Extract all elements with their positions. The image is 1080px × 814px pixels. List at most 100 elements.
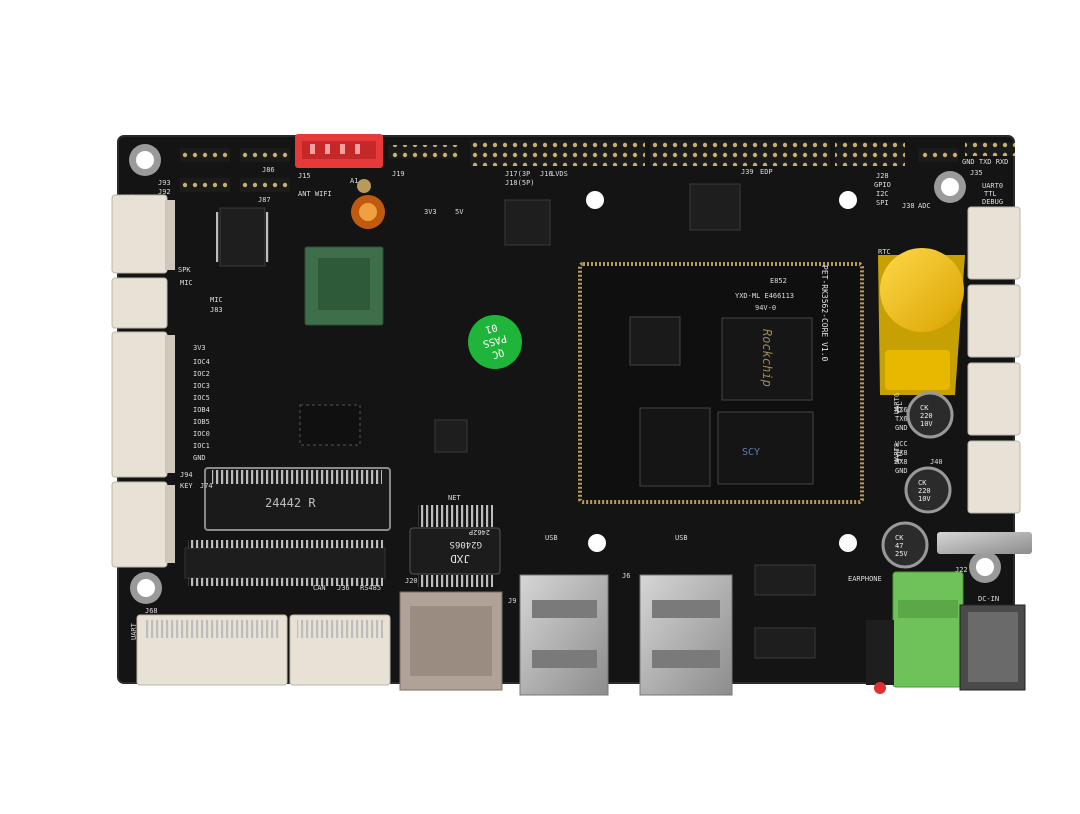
wifi-module xyxy=(304,179,385,326)
label-j94: J94 xyxy=(180,471,193,479)
label-ant-wifi: ANT WIFI xyxy=(298,190,332,198)
cap2-line-3: 10V xyxy=(918,495,931,503)
label-5v-top: 5V xyxy=(455,208,464,216)
label-j38: J38 xyxy=(902,202,915,210)
label-ttl0: TTL xyxy=(984,190,997,198)
label-adc: ADC xyxy=(918,202,931,210)
label-rs485: RS485 xyxy=(360,584,381,592)
label-ioc1: IOC1 xyxy=(193,442,210,450)
core-yxd: YXD-ML E466113 xyxy=(735,292,794,300)
label-gnd-txd-rxd: GND TXD RXD xyxy=(962,158,1008,166)
rtc-battery xyxy=(878,248,965,395)
label-j19: J19 xyxy=(392,170,405,178)
label-3v3-top: 3V3 xyxy=(424,208,437,216)
label-spi: SPI xyxy=(876,199,889,207)
qc-line-3: 01 xyxy=(484,321,498,335)
label-ioc0: IOC0 xyxy=(193,430,210,438)
cap1-line-2: 220 xyxy=(920,412,933,420)
core-e852: E852 xyxy=(770,277,787,285)
cap2-line-1: CK xyxy=(918,479,927,487)
left-chips xyxy=(215,183,741,453)
qc-line-1: QC xyxy=(491,346,505,360)
label-debug: DEBUG xyxy=(982,198,1003,206)
label-rx8: RX8 xyxy=(895,458,908,466)
label-j40: J40 xyxy=(930,458,943,466)
label-uart0: UART0 xyxy=(982,182,1003,190)
label-tx6: TX6 xyxy=(895,415,908,423)
jxd-line-1: JXD xyxy=(450,552,470,565)
label-j9: J9 xyxy=(508,597,516,605)
label-uart6: UART6 xyxy=(893,393,901,414)
label-ioc4: IOC4 xyxy=(193,358,210,366)
label-j15: J15 xyxy=(298,172,311,180)
label-j16: J16 xyxy=(540,170,553,178)
jxd-line-3: 2462P xyxy=(469,528,490,536)
cap1-line-3: 10V xyxy=(920,420,933,428)
label-gnd8: GND xyxy=(895,467,908,475)
label-vcc: VCC xyxy=(895,440,908,448)
label-io-gnd: GND xyxy=(193,454,206,462)
label-key: KEY xyxy=(180,482,193,490)
right-connectors xyxy=(967,206,1021,514)
label-ioc2: IOC2 xyxy=(193,370,210,378)
cap1-line-1: CK xyxy=(920,404,929,412)
label-dc-in: DC-IN xyxy=(978,595,999,603)
label-a1: A1 xyxy=(350,177,358,185)
label-io-3v3: 3V3 xyxy=(193,344,206,352)
label-m2-slot: 24442 R xyxy=(265,496,316,510)
label-lvds: LVDS xyxy=(551,170,568,178)
label-j39: J39 xyxy=(741,168,754,176)
label-tx8: TX8 xyxy=(895,449,908,457)
label-j35: J35 xyxy=(970,169,983,177)
cap3-line-1: CK xyxy=(895,534,904,542)
label-i2c: I2C xyxy=(876,190,889,198)
label-j92: J92 xyxy=(158,188,171,196)
label-j86: J86 xyxy=(262,166,275,174)
label-can: CAN xyxy=(313,584,326,592)
left-connectors xyxy=(111,194,175,568)
label-gpio: GPIO xyxy=(874,181,891,189)
label-usb-1: USB xyxy=(545,534,558,542)
red-header-j15 xyxy=(295,134,383,168)
usb-ports xyxy=(519,574,733,696)
label-iob5: IOB5 xyxy=(193,418,210,426)
cap2-line-2: 220 xyxy=(918,487,931,495)
bottom-connectors xyxy=(136,614,391,686)
core-module xyxy=(578,262,864,504)
core-title: PET-RK3562-CORE V1.0 xyxy=(820,265,829,362)
label-uart-bottom: UART xyxy=(130,622,138,640)
jxd-line-2: G2406S xyxy=(449,539,482,549)
qc-pass-sticker xyxy=(468,315,522,369)
label-j83: J83 xyxy=(210,306,223,314)
label-j87: J87 xyxy=(258,196,271,204)
ethernet-port xyxy=(399,591,503,691)
label-j20: J20 xyxy=(405,577,418,585)
label-mic-2: MIC xyxy=(210,296,223,304)
ethernet-transformer xyxy=(409,505,501,587)
label-ioc5: IOC5 xyxy=(193,394,210,402)
mounting-holes xyxy=(129,144,1001,604)
label-j25: J25 xyxy=(121,194,134,202)
label-j22: J22 xyxy=(955,566,968,574)
cap3-line-3: 25V xyxy=(895,550,908,558)
label-j74: J74 xyxy=(200,482,213,490)
bottom-chip-rows xyxy=(184,540,816,659)
label-iob4: IOB4 xyxy=(193,406,210,414)
label-uart8: UART8 xyxy=(893,443,901,464)
label-gnd6: GND xyxy=(895,424,908,432)
rockchip-logo-text: Rockchip xyxy=(760,329,774,387)
label-j17: J17(3P xyxy=(505,170,530,178)
core-94v: 94V-0 xyxy=(755,304,776,312)
label-j68: J68 xyxy=(145,607,158,615)
label-rx6: RX6 xyxy=(895,406,908,414)
label-ttl8: TTL xyxy=(896,449,904,462)
label-edp: EDP xyxy=(760,168,773,176)
label-j93: J93 xyxy=(158,179,171,187)
label-ttl6: TTL xyxy=(896,401,904,414)
label-j18: J18(5P) xyxy=(505,179,535,187)
m2-slot xyxy=(204,467,391,531)
label-rtc: RTC xyxy=(878,248,891,256)
label-earphone: EARPHONE xyxy=(848,575,882,583)
